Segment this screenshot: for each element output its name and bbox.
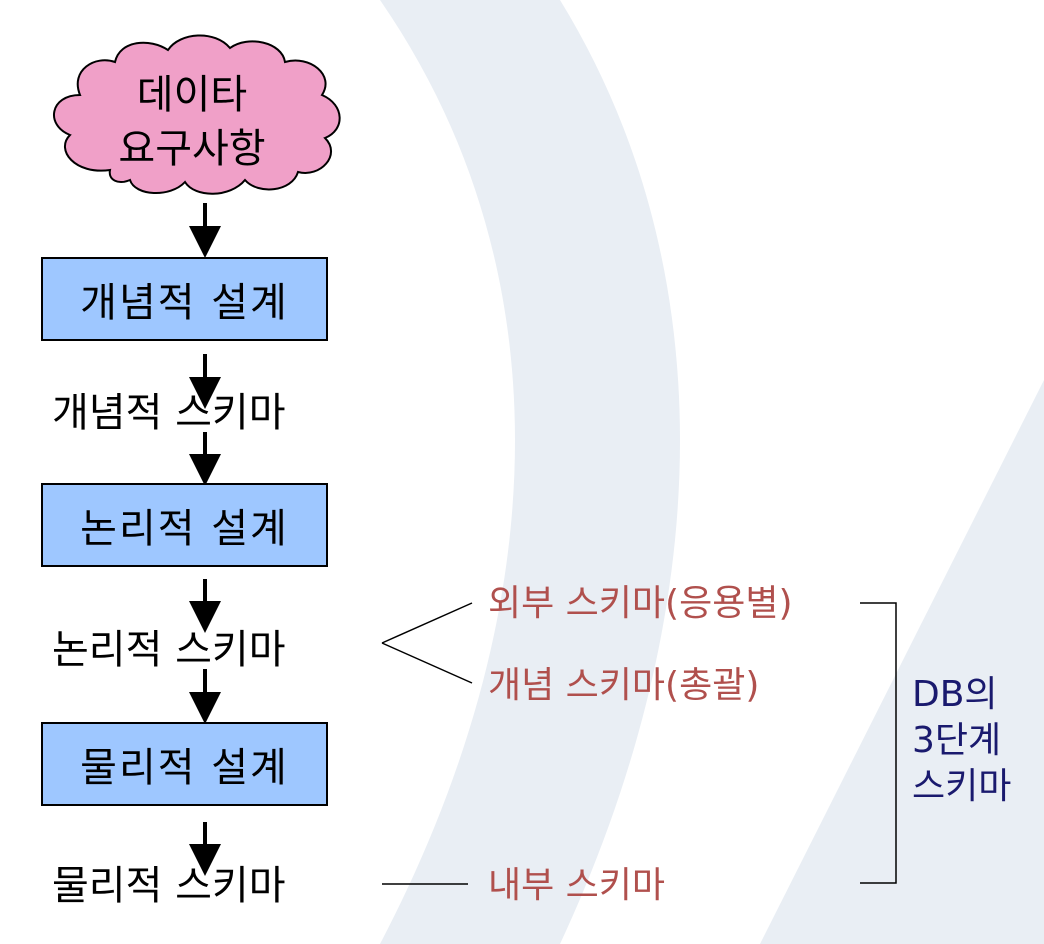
branch-line-conceptual: [381, 642, 473, 684]
branch-line-external: [381, 602, 473, 644]
physical-schema-label: 물리적 스키마: [52, 863, 286, 909]
cloud-shape: [53, 34, 341, 195]
physical-design-box: 물리적 설계: [41, 722, 328, 806]
cloud-line-2: 요구사항: [118, 126, 266, 172]
cloud-line-1: 데이타: [136, 72, 248, 118]
bracket-label-line-1: DB의: [912, 674, 998, 715]
logical-schema-label: 논리적 스키마: [52, 627, 286, 673]
schema-bracket: [860, 602, 897, 884]
logical-design-box: 논리적 설계: [41, 483, 328, 567]
conceptual-design-box: 개념적 설계: [41, 257, 328, 341]
conceptual-schema-label: 개념적 스키마: [52, 390, 286, 436]
bracket-label-line-3: 스키마: [912, 766, 1012, 807]
internal-schema-label: 내부 스키마: [488, 865, 666, 906]
three-level-schema-label: DB의 3단계 스키마: [912, 672, 1011, 810]
external-schema-label: 외부 스키마(응용별): [488, 583, 793, 624]
conceptual-schema-branch-label: 개념 스키마(총괄): [488, 665, 760, 706]
bracket-label-line-2: 3단계: [912, 720, 1002, 761]
data-requirements-label: 데이타 요구사항: [102, 68, 282, 176]
